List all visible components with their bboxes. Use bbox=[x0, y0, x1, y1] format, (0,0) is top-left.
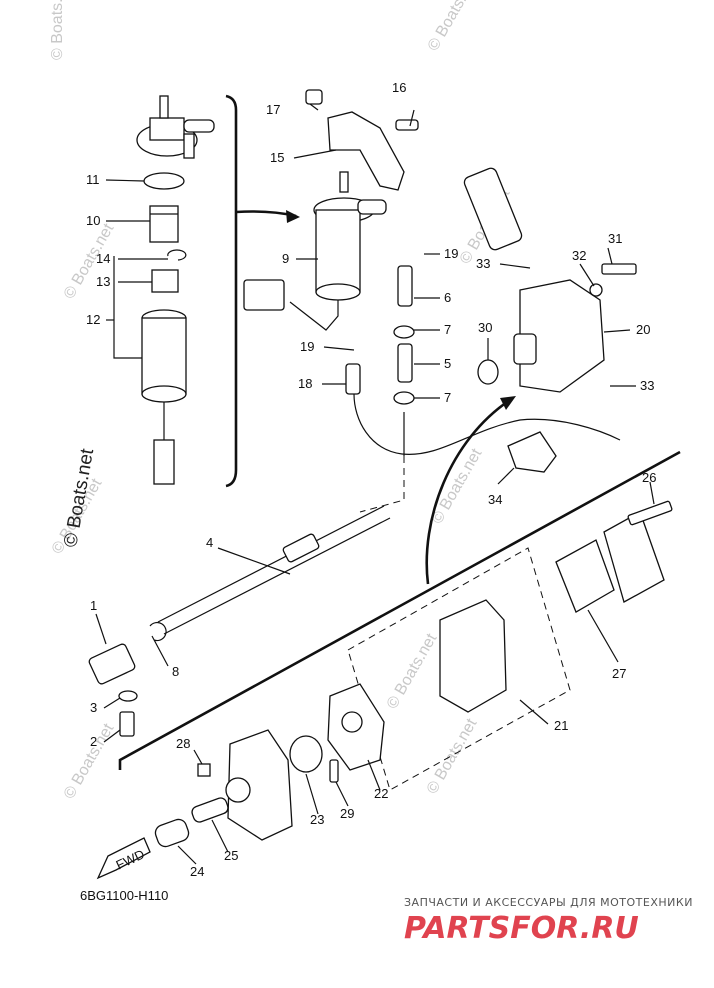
nut-28 bbox=[197, 763, 211, 777]
callout-number: 10 bbox=[86, 213, 100, 228]
callout-number: 33 bbox=[476, 256, 490, 271]
clamp-7b bbox=[393, 391, 415, 405]
washer-3 bbox=[118, 690, 138, 702]
fitting-1 bbox=[88, 643, 136, 685]
pin-29 bbox=[329, 759, 339, 783]
callout-number: 30 bbox=[478, 320, 492, 335]
body-housing bbox=[225, 729, 293, 841]
callout-number: 26 bbox=[642, 470, 656, 485]
brand-logo: PARTSFOR.RU bbox=[404, 911, 639, 946]
filter-assembly-9 bbox=[243, 171, 387, 331]
callout-number: 20 bbox=[636, 322, 650, 337]
circlip bbox=[167, 249, 187, 261]
spring-25 bbox=[191, 797, 229, 823]
callout-number: 9 bbox=[282, 251, 289, 266]
callout-number: 18 bbox=[298, 376, 312, 391]
callout-number: 31 bbox=[608, 231, 622, 246]
fuel-pump-20 bbox=[513, 279, 605, 393]
arrowhead-2 bbox=[500, 396, 516, 410]
callout-number: 7 bbox=[444, 322, 451, 337]
callout-number: 21 bbox=[554, 718, 568, 733]
callout-number: 33 bbox=[640, 378, 654, 393]
arrowhead bbox=[286, 210, 300, 223]
hose-18 bbox=[345, 363, 361, 395]
callout-number: 19 bbox=[300, 339, 314, 354]
clamp-7a bbox=[393, 325, 415, 339]
hose-4 bbox=[157, 505, 391, 635]
brand-subtitle: ЗАПЧАСТИ И АКСЕССУАРЫ ДЛЯ МОТОТЕХНИКИ bbox=[404, 896, 693, 909]
flow-arrow bbox=[425, 398, 511, 585]
callout-number: 13 bbox=[96, 274, 110, 289]
diaphragm-22 bbox=[327, 683, 385, 771]
callout-number: 14 bbox=[96, 251, 110, 266]
callout-number: 3 bbox=[90, 700, 97, 715]
callout-number: 7 bbox=[444, 390, 451, 405]
callout-number: 22 bbox=[374, 786, 388, 801]
o-ring bbox=[143, 172, 185, 190]
piston-24 bbox=[154, 818, 190, 848]
kit-outline-21 bbox=[347, 547, 571, 791]
callout-number: 23 bbox=[310, 812, 324, 827]
callout-number: 27 bbox=[612, 666, 626, 681]
joint-5 bbox=[397, 343, 413, 383]
watermark: © Boats.net bbox=[61, 720, 118, 802]
group-bracket bbox=[225, 94, 238, 488]
callout-number: 28 bbox=[176, 736, 190, 751]
fuel-line bbox=[353, 393, 621, 455]
callout-number: 25 bbox=[224, 848, 238, 863]
callout-number: 12 bbox=[86, 312, 100, 327]
bracket-15 bbox=[305, 89, 419, 191]
diagram-code: 6BG1100-H110 bbox=[80, 888, 168, 903]
callout-number: 19 bbox=[444, 246, 458, 261]
callout-number: 32 bbox=[572, 248, 586, 263]
clip-8 bbox=[149, 621, 167, 642]
filter-nut bbox=[151, 269, 179, 293]
clip-34 bbox=[507, 431, 557, 473]
hose-6 bbox=[397, 265, 413, 307]
callout-number: 5 bbox=[444, 356, 451, 371]
filter-cup bbox=[141, 309, 187, 485]
watermark: © Boats.net bbox=[425, 0, 482, 54]
filter-element bbox=[149, 205, 179, 243]
callout-number: 24 bbox=[190, 864, 204, 879]
callout-number: 17 bbox=[266, 102, 280, 117]
watermark: © Boats.net bbox=[49, 0, 66, 60]
callout-number: 4 bbox=[206, 535, 213, 550]
cover-21 bbox=[439, 599, 507, 713]
bolt-26 bbox=[627, 500, 673, 526]
callout-number: 1 bbox=[90, 598, 97, 613]
filter-head bbox=[136, 95, 215, 159]
watermark: © Boats.net bbox=[424, 715, 481, 797]
bolt-2 bbox=[119, 711, 135, 737]
callout-number: 11 bbox=[86, 172, 100, 187]
tube bbox=[463, 167, 523, 251]
callout-number: 16 bbox=[392, 80, 406, 95]
spring-23 bbox=[289, 735, 323, 773]
fwd-arrow: FWD bbox=[96, 837, 151, 880]
leaders bbox=[95, 103, 655, 865]
callout-number: 29 bbox=[340, 806, 354, 821]
callout-number: 34 bbox=[488, 492, 502, 507]
bolt-31 bbox=[601, 263, 637, 275]
callout-number: 15 bbox=[270, 150, 284, 165]
callout-labels: 1 2 3 4 5 6 7 7 8 9 10 11 12 13 14 15 16… bbox=[86, 80, 656, 879]
oring-30 bbox=[477, 359, 499, 385]
callout-number: 2 bbox=[90, 734, 97, 749]
section-divider bbox=[118, 450, 681, 770]
hidden-line bbox=[359, 456, 405, 513]
watermark: © Boats.net bbox=[384, 630, 441, 712]
callout-number: 6 bbox=[444, 290, 451, 305]
washer-32 bbox=[589, 283, 603, 297]
gasket-27 bbox=[555, 539, 615, 613]
callout-number: 8 bbox=[172, 664, 179, 679]
